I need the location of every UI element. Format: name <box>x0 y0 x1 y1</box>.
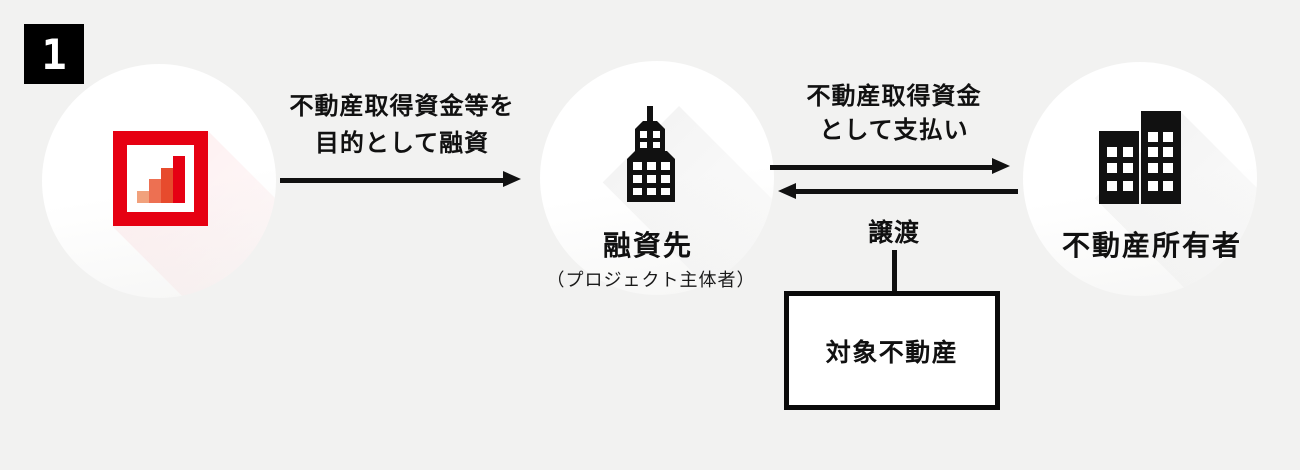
office-tower-icon <box>627 106 675 202</box>
transfer-arrow-head-icon <box>778 183 796 199</box>
bar-chart-logo-inner <box>127 145 194 212</box>
loan-label-line2: 目的として融資 <box>314 130 490 157</box>
payment-arrow-head-icon <box>992 158 1010 174</box>
property-box: 対象不動産 <box>784 291 1000 410</box>
bar-chart-logo-icon <box>113 131 208 226</box>
borrower-sublabel: （プロジェクト主体者） <box>546 270 756 290</box>
loan-arrow-line <box>280 178 506 183</box>
property-connector-line <box>892 250 897 292</box>
step-badge: 1 <box>24 24 84 84</box>
property-box-label: 対象不動産 <box>825 338 959 367</box>
transfer-arrow-line <box>794 189 1018 194</box>
payment-arrow-line <box>770 165 995 170</box>
two-buildings-icon <box>1099 111 1181 204</box>
borrower-label: 融資先 <box>602 230 693 261</box>
loan-arrow-label: 不動産取得資金等を 目的として融資 <box>282 88 522 162</box>
logo-bar-3 <box>160 168 173 203</box>
owner-label: 不動産所有者 <box>1061 230 1242 261</box>
node-owner-circle <box>1023 62 1257 296</box>
logo-bar-4 <box>172 156 185 203</box>
node-borrower-circle <box>540 61 774 295</box>
payment-label-line1: 不動産取得資金 <box>806 83 982 110</box>
payment-arrow-label: 不動産取得資金 として支払い <box>774 80 1014 148</box>
loan-arrow-head-icon <box>503 171 521 187</box>
logo-bar-2 <box>148 179 161 203</box>
payment-label-line2: として支払い <box>819 117 969 144</box>
loan-label-line1: 不動産取得資金等を <box>289 93 515 120</box>
node-lender-circle <box>42 64 276 298</box>
transfer-arrow-label: 譲渡 <box>867 219 920 247</box>
logo-bar-1 <box>136 191 149 203</box>
